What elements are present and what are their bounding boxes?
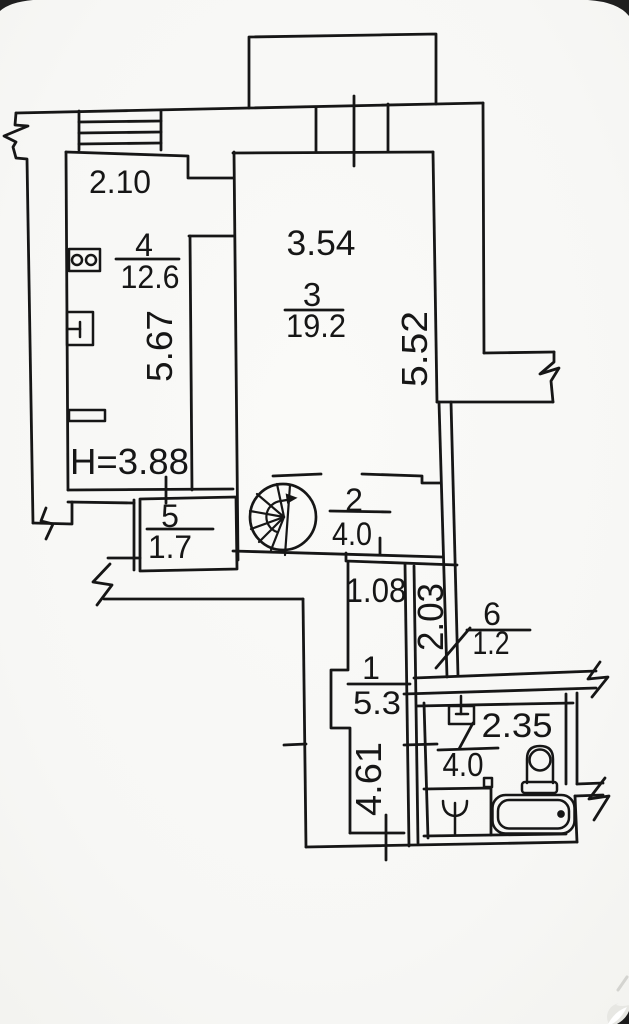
svg-text:1.7: 1.7 bbox=[148, 529, 192, 565]
svg-text:5: 5 bbox=[161, 498, 179, 534]
svg-text:4: 4 bbox=[135, 227, 153, 263]
svg-text:2: 2 bbox=[345, 482, 363, 518]
svg-text:1.08: 1.08 bbox=[346, 572, 407, 610]
svg-text:1: 1 bbox=[362, 650, 380, 686]
svg-text:4.61: 4.61 bbox=[348, 742, 389, 816]
svg-text:6: 6 bbox=[483, 596, 501, 632]
svg-text:5.67: 5.67 bbox=[139, 310, 180, 382]
svg-text:H=3.88: H=3.88 bbox=[70, 441, 189, 482]
svg-text:2.10: 2.10 bbox=[89, 164, 151, 200]
svg-text:5.52: 5.52 bbox=[394, 311, 435, 387]
svg-text:3.54: 3.54 bbox=[287, 224, 356, 263]
svg-text:2.35: 2.35 bbox=[482, 707, 553, 745]
svg-text:1.2: 1.2 bbox=[473, 625, 510, 661]
svg-text:3: 3 bbox=[303, 276, 321, 313]
svg-text:19.2: 19.2 bbox=[286, 308, 346, 344]
svg-text:12.6: 12.6 bbox=[121, 259, 180, 295]
svg-text:5.3: 5.3 bbox=[353, 685, 401, 721]
svg-text:2.03: 2.03 bbox=[410, 583, 451, 651]
svg-text:4.0: 4.0 bbox=[332, 516, 372, 552]
svg-text:4.0: 4.0 bbox=[443, 746, 484, 783]
